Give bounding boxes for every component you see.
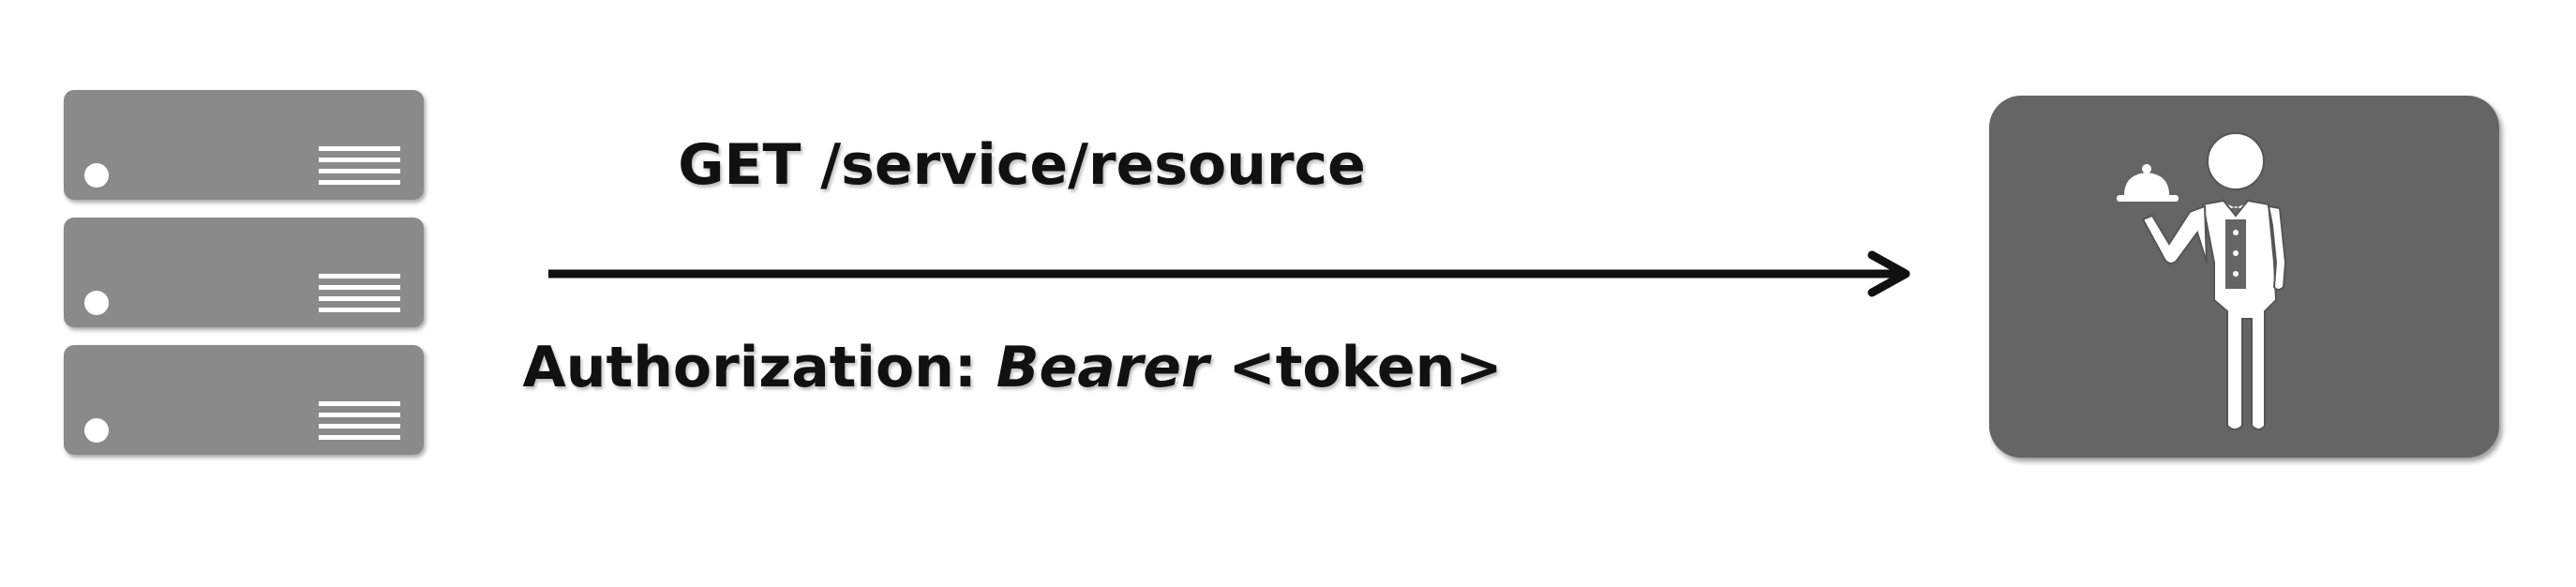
server-vent-lines xyxy=(319,401,400,446)
waiter-icon xyxy=(2117,132,2287,430)
client-server-stack xyxy=(64,90,424,473)
server-unit xyxy=(64,90,424,200)
request-arrow xyxy=(548,250,1910,297)
server-status-dot xyxy=(84,418,109,443)
server-unit xyxy=(64,345,424,455)
server-unit xyxy=(64,218,424,327)
authorization-header: Authorization: Bearer <token> xyxy=(0,339,1912,396)
server-vent-lines xyxy=(319,274,400,319)
server-vent-lines xyxy=(319,146,400,191)
server-status-dot xyxy=(84,291,109,315)
server-status-dot xyxy=(84,163,109,188)
auth-token: <token> xyxy=(1228,335,1503,400)
header-name: Authorization: xyxy=(522,335,977,400)
request-method-path: GET /service/resource xyxy=(678,132,1366,198)
auth-scheme: Bearer xyxy=(996,335,1209,400)
service-box xyxy=(1989,96,2499,458)
